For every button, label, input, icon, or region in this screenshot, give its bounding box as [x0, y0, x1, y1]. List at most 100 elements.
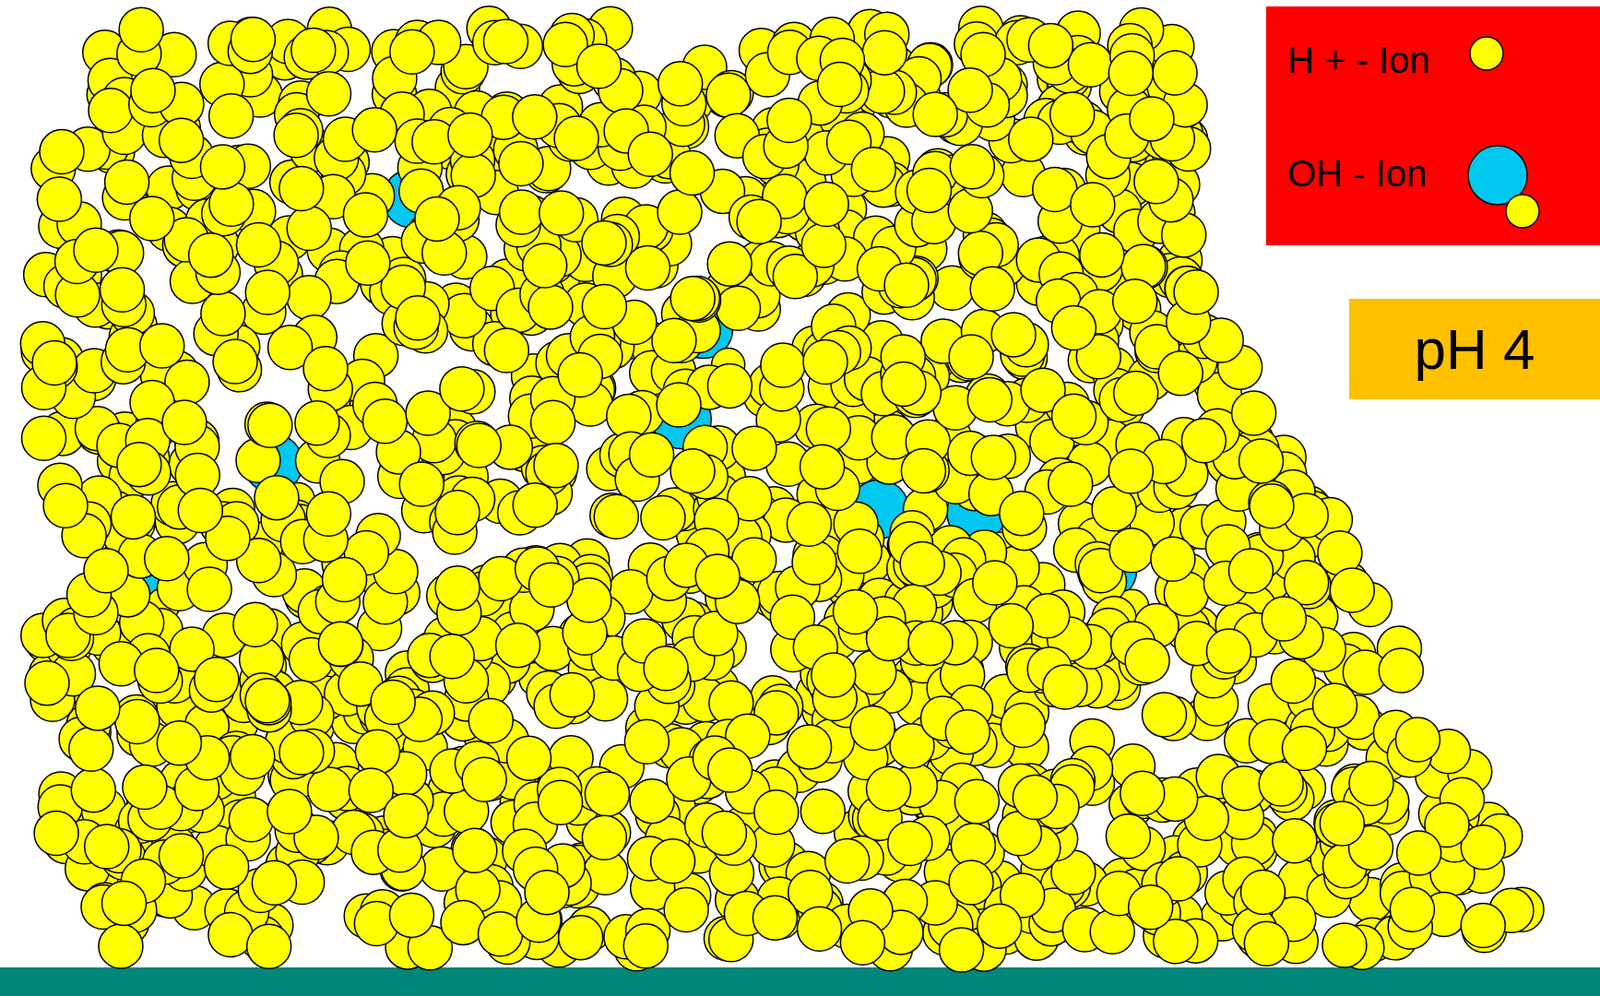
hydrogen-ion: [254, 475, 299, 521]
hydrogen-ion: [1000, 703, 1045, 748]
hydrogen-ion: [1378, 648, 1423, 693]
hydrogen-ion: [866, 766, 912, 811]
hydrogen-ion: [643, 646, 688, 691]
hydrogen-ion: [245, 678, 290, 723]
hydrogen-ion: [628, 131, 673, 177]
hydrogen-ion: [657, 189, 702, 235]
hydrogen-ion: [623, 924, 668, 969]
hydrogen-ion: [1134, 159, 1179, 204]
legend-box: H + - IonOH - Ion: [1266, 6, 1600, 246]
hydrogen-ion: [715, 285, 760, 331]
hydrogen-ion: [306, 491, 351, 536]
hydrogen-ion: [130, 68, 176, 113]
hydrogen-ion: [399, 462, 444, 507]
hydrogen-ion: [949, 144, 995, 190]
hydrogen-ion: [307, 71, 352, 117]
hydrogen-ion: [1152, 50, 1198, 95]
hydrogen-ion: [236, 223, 281, 268]
hydrogen-ion: [395, 296, 440, 341]
hydrogen-ion: [233, 602, 278, 647]
hydrogen-ion: [800, 444, 845, 489]
hydrogen-ion: [811, 652, 856, 698]
hydrogen-ion: [629, 432, 675, 477]
hydrogen-ion: [370, 680, 415, 725]
hydrogen-ion: [194, 657, 239, 702]
hydrogen-ion: [1125, 639, 1170, 684]
hydrogen-ion: [1240, 869, 1285, 914]
hydrogen-ion: [228, 797, 273, 842]
hydrogen-ion: [439, 367, 485, 412]
hydrogen-ion: [800, 789, 845, 834]
hydrogen-ion: [88, 88, 133, 133]
hydrogen-ion: [1141, 692, 1186, 737]
hydrogen-ion: [1158, 351, 1203, 396]
hydrogen-ion: [452, 828, 498, 873]
hydrogen-ion: [389, 892, 434, 937]
hydrogen-ion: [670, 151, 715, 196]
hydrogen-ion: [1090, 909, 1135, 954]
hydrogen-ion: [1206, 628, 1251, 674]
hydrogen-ion: [948, 334, 994, 380]
hydrogen-ion: [624, 719, 669, 764]
hydrogen-ion: [362, 399, 407, 444]
hydrogen-ion: [71, 768, 116, 813]
hydrogen-ion: [1012, 775, 1057, 820]
hydrogen-ion: [484, 328, 529, 373]
hydrogen-ion: [670, 276, 715, 321]
hydrogen-ion: [1249, 484, 1294, 529]
hydrogen-ion: [581, 815, 627, 860]
hydrogen-ion: [303, 346, 348, 392]
hydrogen-ion: [295, 401, 340, 446]
hydrogen-ion: [787, 724, 832, 770]
hydrogen-ion: [1228, 548, 1273, 593]
hydrogen-ion: [754, 790, 799, 835]
hydrogen-ion: [286, 275, 332, 320]
hydrogen-ion: [140, 323, 185, 368]
hydrogen-ion: [247, 924, 292, 969]
hydrogen-ion: [1028, 23, 1073, 68]
hydrogen-ion: [801, 223, 846, 268]
hydrogen-ion: [1261, 596, 1306, 641]
hydrogen-ion: [640, 496, 686, 541]
hydrogen-ion: [1051, 306, 1096, 351]
hydrogen-ion: [308, 767, 353, 812]
hydrogen-ion: [483, 19, 528, 64]
hydrogen-ion: [100, 267, 145, 312]
hydrogen-ion: [804, 182, 849, 227]
hydrogen-ion: [204, 844, 249, 889]
hydrogen-ion: [881, 361, 926, 406]
hydrogen-ion: [134, 648, 179, 693]
hydrogen-ion: [499, 189, 545, 235]
hydrogen-ion: [656, 382, 701, 427]
hydrogen-ion: [1079, 232, 1125, 277]
hydrogen-ion: [531, 400, 576, 445]
hydrogen-ion: [670, 449, 715, 494]
hydrogen-ion: [900, 449, 946, 494]
legend-symbol: [1464, 142, 1548, 235]
hydrogen-ion: [658, 61, 703, 107]
hydrogen-ion: [462, 757, 507, 802]
hydrogen-ion: [478, 912, 523, 957]
hydrogen-ion: [1150, 536, 1196, 581]
hydrogen-ion: [429, 634, 475, 679]
hydrogen-ion: [83, 548, 129, 593]
hydrogen-ion: [908, 621, 953, 666]
hydrogen-ion: [884, 262, 929, 308]
hydrogen-ion: [159, 833, 204, 878]
hydrogen-ion: [1272, 818, 1317, 864]
hydrogen-ion: [837, 529, 882, 574]
hydrogen-ion: [230, 734, 275, 779]
hydrogen-ion: [888, 821, 933, 866]
hydrogen-ion: [1042, 664, 1088, 710]
hydrogen-ion: [701, 810, 747, 855]
hydrogen-ion: [34, 811, 79, 856]
hydrogen-ion: [1128, 885, 1174, 930]
hydrogen-ion: [991, 312, 1036, 357]
hydrogen-ion: [1244, 921, 1289, 966]
hydrogen-ion: [1281, 725, 1327, 771]
hydrogen-ion: [707, 241, 752, 286]
hydrogen-ion: [1008, 117, 1054, 162]
hydrogen-ion: [84, 824, 130, 869]
hydrogen-ion: [954, 779, 999, 824]
hydrogen-ion: [98, 924, 143, 969]
